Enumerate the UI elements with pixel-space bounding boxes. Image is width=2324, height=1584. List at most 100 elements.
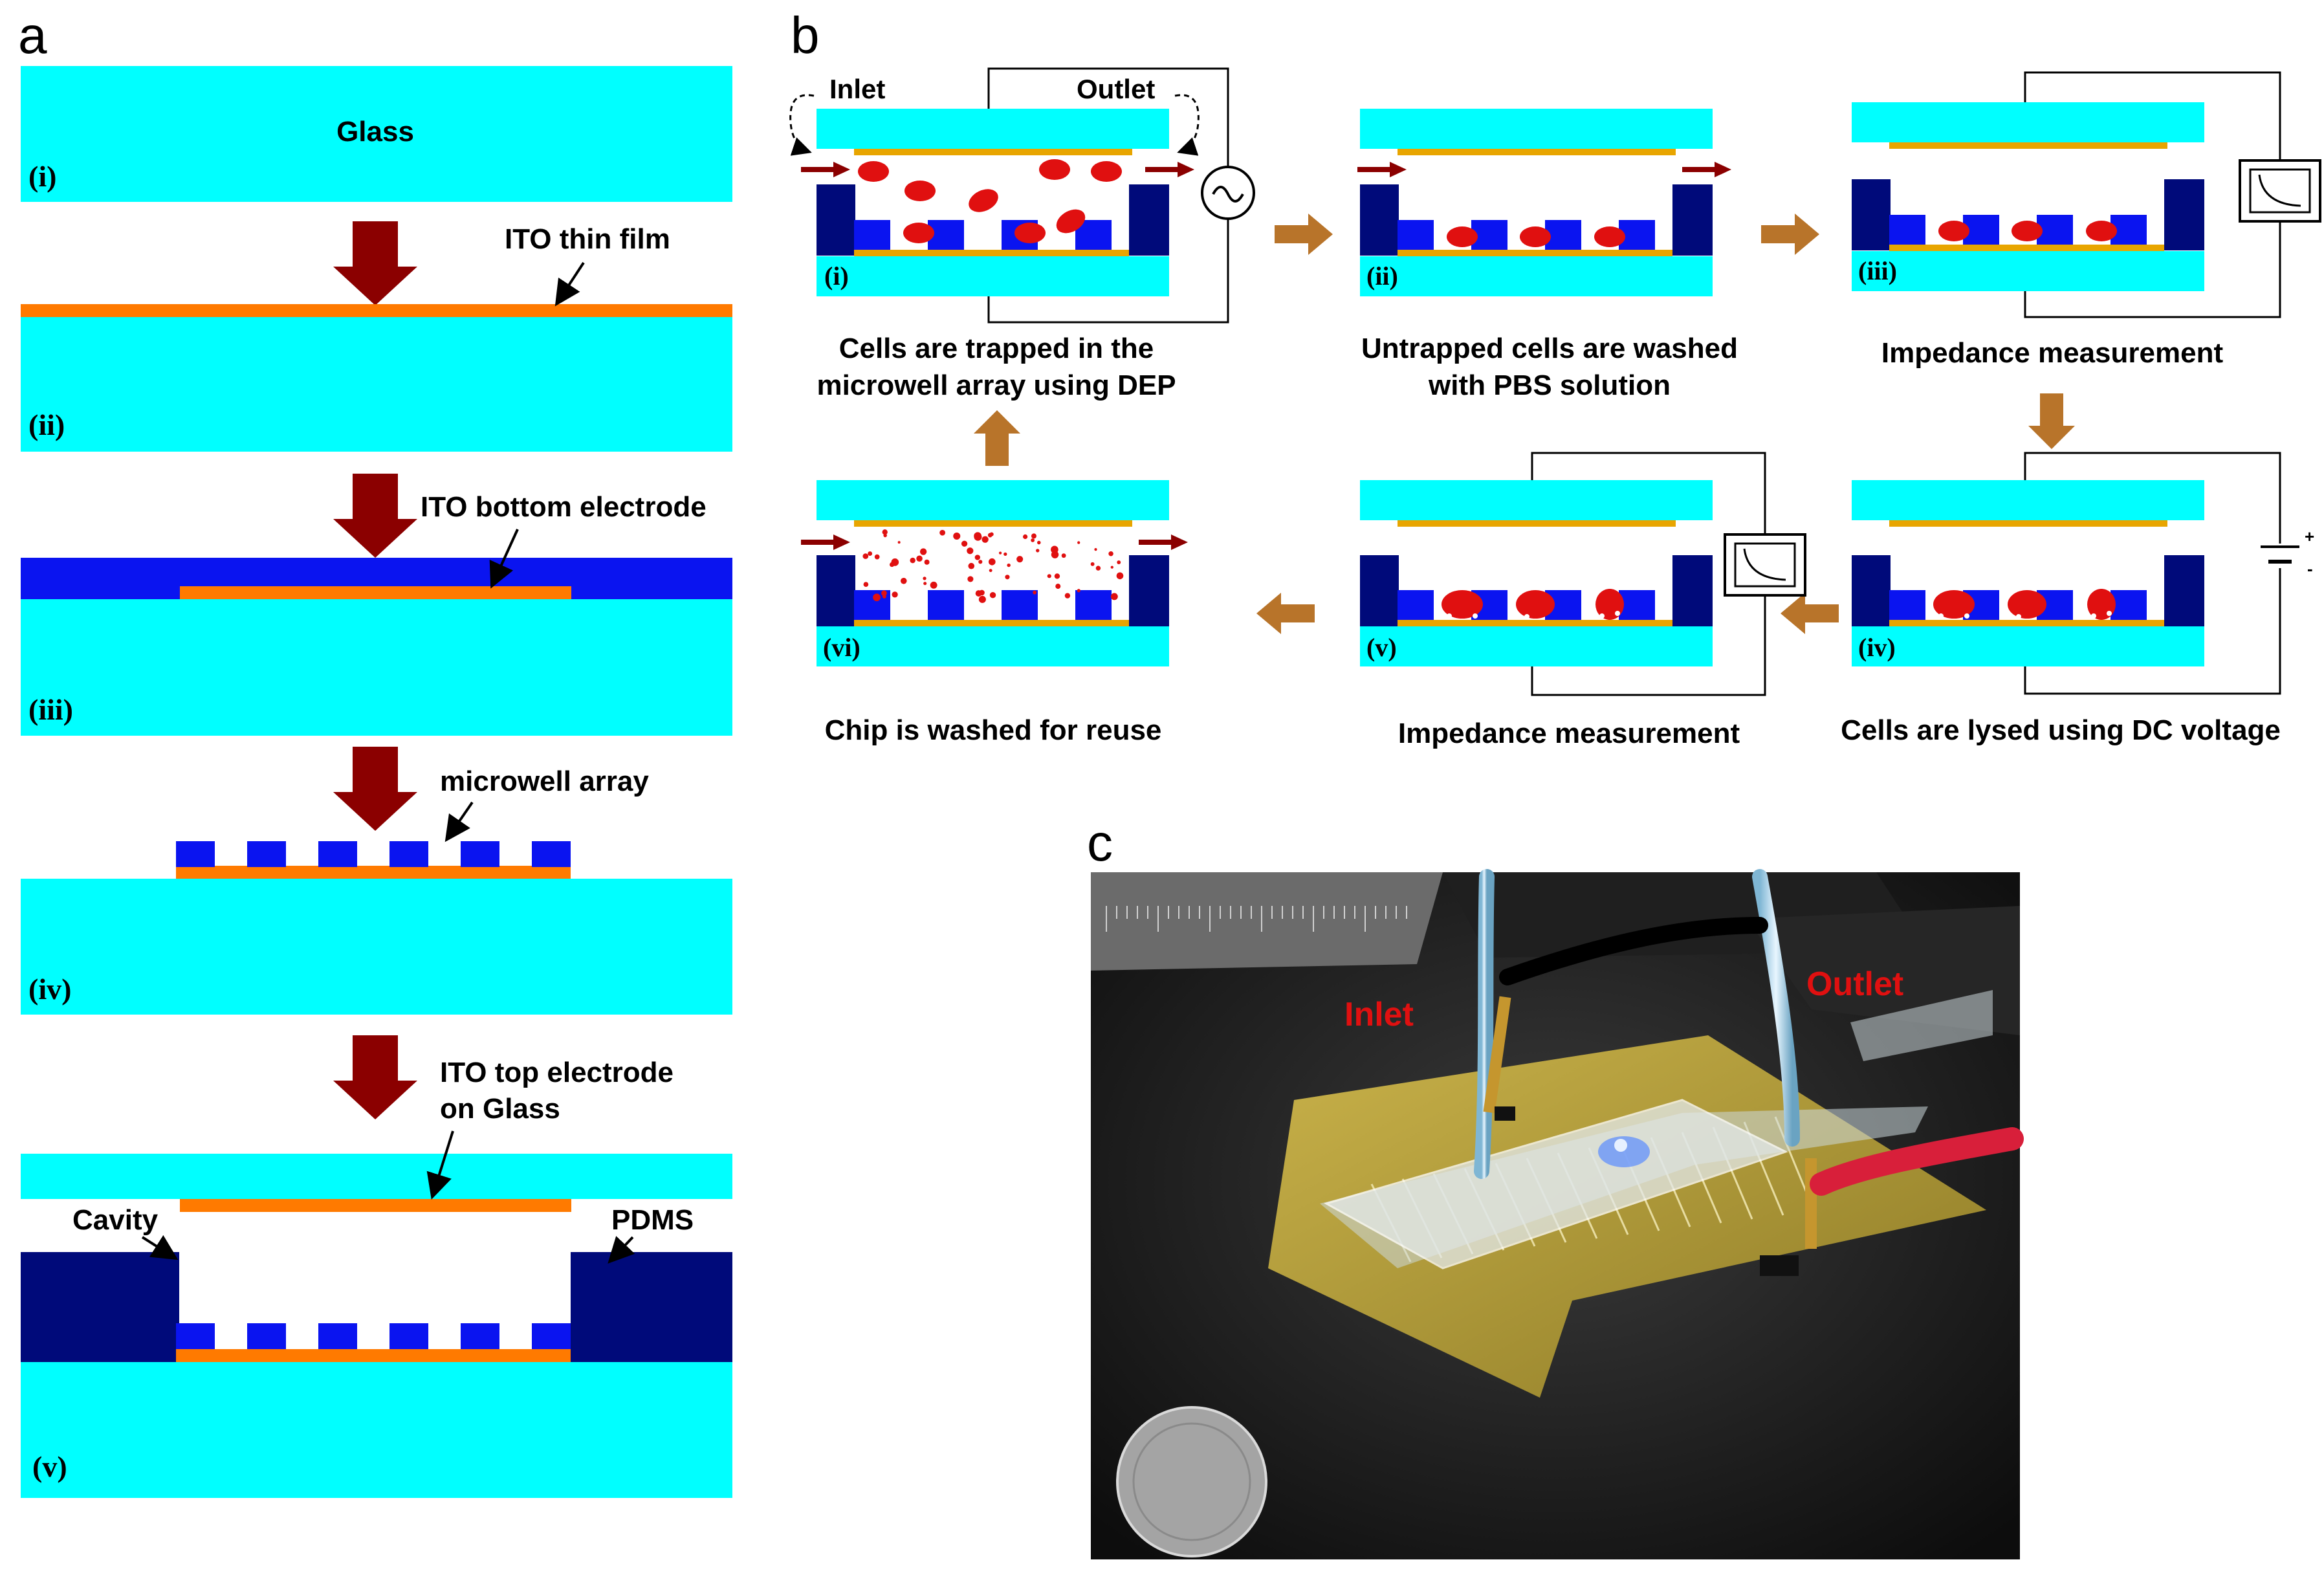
bottom-glass	[817, 626, 1169, 666]
debris-dot	[1036, 549, 1040, 553]
panel-a: Glass (i) ITO thin film (ii) ITO bottom …	[21, 66, 732, 1498]
caption-1-line-2: microwell array using DEP	[817, 369, 1176, 401]
bottom-electrode	[854, 620, 1129, 626]
panel-c-photo: Inlet Outlet	[1091, 869, 2024, 1559]
ito-bottom-electrode	[180, 586, 571, 599]
decay-curve-icon	[2258, 174, 2301, 207]
cell	[1039, 159, 1070, 180]
debris-dot	[1031, 533, 1036, 539]
coin-rim	[1132, 1422, 1251, 1541]
pointer-arrow	[444, 801, 474, 842]
debris-dot	[1022, 534, 1028, 540]
debris-dot	[1055, 584, 1061, 589]
cell	[1091, 161, 1122, 182]
pdms-wall	[2164, 179, 2204, 250]
panel-b-step-iv: + - (iv) Cells are lysed using DC voltag…	[1841, 452, 2314, 746]
lysis-dot	[1615, 611, 1620, 616]
debris-dot	[974, 555, 980, 560]
step-label: (v)	[32, 1450, 67, 1483]
bottom-electrode	[1889, 620, 2164, 626]
chip-glow	[1598, 1136, 1650, 1167]
flow-arrow-head	[1178, 162, 1194, 177]
microwell-post	[532, 841, 571, 867]
step-label: (v)	[1366, 633, 1397, 662]
panel-a-step-iv: microwell array (iv)	[21, 765, 732, 1015]
inlet-tube	[1474, 869, 1495, 1179]
trapped-cells	[1447, 226, 1625, 247]
glass-substrate	[21, 1362, 732, 1498]
battery-plus: +	[2305, 527, 2314, 546]
gold-pin	[1805, 1158, 1817, 1249]
cell-debris	[862, 529, 1124, 603]
process-arrow	[333, 221, 417, 305]
outlet-tube	[1752, 869, 1800, 1147]
step-arrow	[1256, 593, 1315, 634]
step-label: (iv)	[28, 973, 71, 1006]
debris-dot	[923, 577, 926, 580]
debris-dot	[924, 559, 930, 565]
cell	[2086, 221, 2117, 241]
debris-dot	[998, 551, 1002, 555]
panel-a-step-iii: ITO bottom electrode (iii)	[21, 491, 732, 736]
cell	[1938, 221, 1969, 241]
debris-dot	[967, 576, 974, 582]
panel-b-step-i: Inlet Outlet (i) Cells are trapped in th…	[789, 67, 1255, 401]
pdms-wall	[1129, 555, 1169, 626]
lysis-dot	[1473, 613, 1478, 619]
debris-dot	[974, 532, 981, 540]
debris-dot	[919, 548, 927, 555]
glass-substrate	[21, 599, 732, 736]
chip-highlight	[1614, 1139, 1627, 1152]
gold-pin	[1483, 996, 1511, 1114]
outlet-label: Outlet	[1077, 74, 1155, 104]
cell	[969, 189, 998, 212]
pdms-wall	[817, 555, 855, 626]
debris-dot	[862, 553, 869, 559]
inlet-label: Inlet	[829, 74, 885, 104]
debris-dot	[1036, 540, 1041, 545]
debris-dot	[881, 590, 887, 597]
step-label: (vi)	[823, 633, 861, 662]
lysis-dot	[1447, 613, 1452, 619]
debris-dot	[883, 533, 887, 538]
microwell-post	[247, 1323, 286, 1349]
microwell-post	[1889, 215, 1925, 245]
debris-dot	[953, 532, 961, 540]
microwell-post	[176, 841, 215, 867]
microwell-post	[1889, 590, 1925, 620]
debris-dot	[988, 558, 996, 566]
debris-dot	[910, 557, 915, 564]
microwell-post	[176, 1323, 215, 1349]
caption-6: Chip is washed for reuse	[825, 714, 1162, 746]
debris-dot	[1077, 589, 1080, 593]
bottom-glass	[1360, 256, 1713, 296]
panel-a-step-i: Glass (i)	[21, 66, 732, 202]
circuit-wire	[1531, 595, 1766, 696]
ruler-ticks	[1106, 906, 1407, 932]
caption-4: Cells are lysed using DC voltage	[1841, 714, 2281, 746]
pdms-chip	[1324, 1099, 1788, 1270]
lysing-cells	[1442, 589, 1624, 620]
bottom-glass	[1852, 251, 2204, 291]
circuit-wire	[2024, 452, 2281, 544]
debris-dot	[981, 536, 989, 543]
microwell-array	[1889, 215, 2147, 245]
step-label: (i)	[824, 261, 849, 291]
debris-dot	[923, 582, 927, 586]
panel-b-step-iii: (iii) Impedance measurement	[1852, 71, 2321, 369]
cell	[1447, 226, 1478, 247]
caption-1-line-1: Cells are trapped in the	[839, 333, 1154, 364]
debris-dot	[967, 547, 974, 555]
microwell-array	[176, 1323, 571, 1349]
panel-b-step-vi: (vi) Chip is washed for reuse	[801, 480, 1188, 746]
process-arrow	[333, 1035, 417, 1119]
decay-curve-icon	[1743, 548, 1786, 581]
step-label: (ii)	[28, 408, 65, 441]
microwell-post	[1398, 590, 1434, 620]
glass-substrate	[21, 316, 732, 452]
caption-5: Impedance measurement	[1398, 718, 1740, 749]
circuit-wire	[987, 67, 1229, 168]
microwell-post	[389, 841, 428, 867]
debris-dot	[1077, 541, 1080, 544]
ito-thin-film	[21, 304, 732, 317]
